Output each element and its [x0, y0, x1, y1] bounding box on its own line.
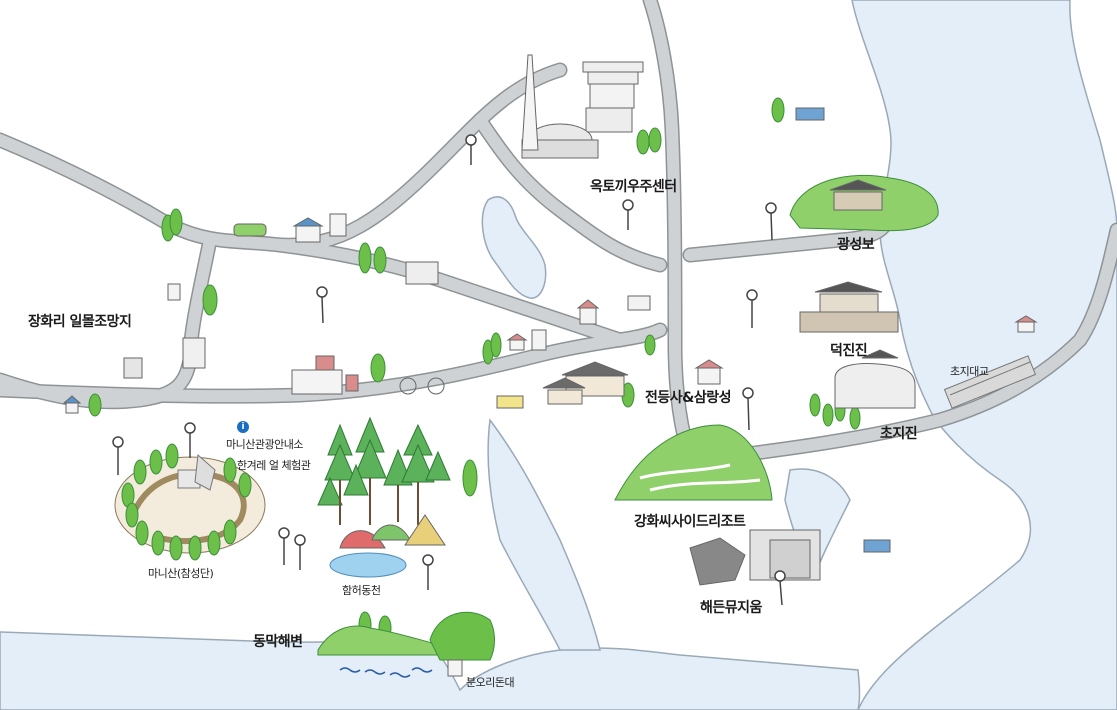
- label-deokjinjin[interactable]: 덕진진: [830, 343, 868, 359]
- people: [112, 134, 786, 606]
- label-gwangseongbo[interactable]: 광성보: [837, 237, 875, 253]
- label-manisan[interactable]: 마니산(참성단): [148, 567, 214, 580]
- buildings: [62, 54, 1038, 677]
- label-haedeun-museum[interactable]: 해든뮤지움: [700, 600, 762, 616]
- bridge: [943, 355, 1037, 409]
- label-jeonghwari-sunset[interactable]: 장화리 일몰조망지: [28, 314, 132, 330]
- label-chojijin[interactable]: 초지진: [880, 426, 918, 442]
- coastal-inlet: [487, 418, 601, 651]
- waves: [339, 667, 433, 678]
- label-dongmak-beach[interactable]: 동막해변: [253, 634, 303, 650]
- label-okto-space-center[interactable]: 옥토끼우주센터: [590, 179, 677, 195]
- label-hamheodongcheon[interactable]: 함허동천: [342, 584, 381, 597]
- pond: [481, 196, 547, 299]
- trees: [88, 97, 939, 661]
- label-choji-bridge[interactable]: 초지대교: [950, 365, 989, 378]
- info-icon: i: [237, 421, 249, 433]
- label-hangyeore-workshop[interactable]: 한겨레 얼 체험관: [237, 459, 311, 472]
- roads: [0, 0, 1117, 478]
- label-jeondeungsa[interactable]: 전등사&삼랑성: [645, 390, 732, 406]
- label-ganghwa-seaside-resort[interactable]: 강화씨사이드리조트: [634, 514, 746, 530]
- label-bunori-dondae[interactable]: 분오리돈대: [466, 676, 515, 689]
- label-manisan-info[interactable]: 마니산관광안내소: [226, 438, 303, 451]
